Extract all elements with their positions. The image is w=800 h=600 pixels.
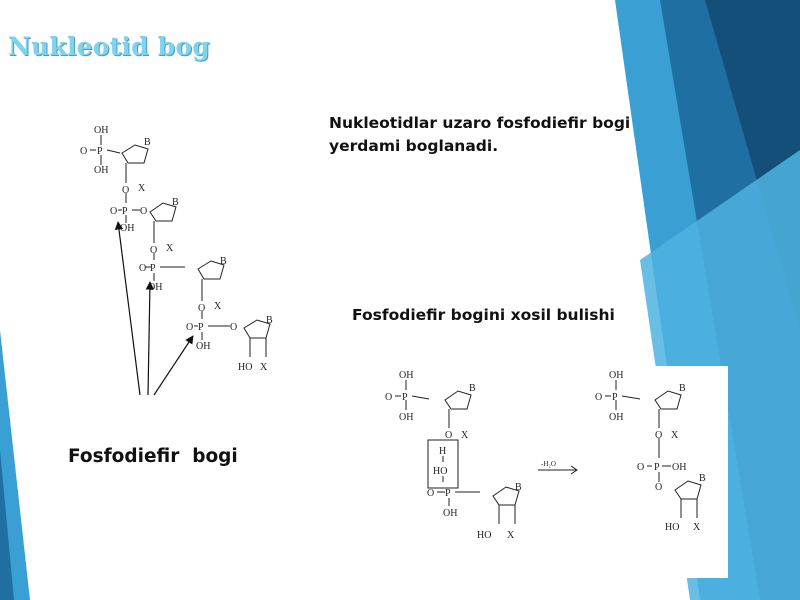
atom-oh: OH [148, 282, 162, 293]
chain-bonds [90, 135, 271, 357]
atom-ho: HO [238, 362, 252, 373]
atom-o: O [140, 206, 147, 217]
atom-ho: HO [433, 466, 447, 477]
atom-h: H [439, 446, 446, 457]
atom-o: O [655, 482, 662, 493]
atom-p: P [97, 146, 103, 157]
atom-p: P [654, 462, 660, 473]
atom-p: P [612, 392, 618, 403]
atom-o: O [139, 263, 146, 274]
reaction-diagram: OH O P OH B X O H HO O P OH B HO X -H₂O … [385, 370, 706, 541]
atom-x: X [461, 430, 469, 441]
atom-ho: HO [477, 530, 491, 541]
atom-o: O [230, 322, 237, 333]
atom-p: P [402, 392, 408, 403]
atom-oh: OH [609, 370, 623, 381]
atom-x: X [260, 362, 268, 373]
atom-oh: OH [399, 370, 413, 381]
atom-b: B [679, 383, 686, 394]
atom-p: P [150, 263, 156, 274]
atom-x: X [166, 243, 174, 254]
nucleotide-chain-diagram: OH O P OH B X O O P O OH B X O O P OH B … [80, 125, 273, 373]
atom-o: O [186, 322, 193, 333]
atom-o: O [427, 488, 434, 499]
atom-o: O [637, 462, 644, 473]
atom-oh: OH [120, 223, 134, 234]
atom-oh: OH [399, 412, 413, 423]
atom-oh: OH [443, 508, 457, 519]
atom-o: O [595, 392, 602, 403]
chain-atom-labels: OH O P OH B X O O P O OH B X O O P OH B … [80, 125, 273, 373]
atom-x: X [507, 530, 515, 541]
atom-o: O [655, 430, 662, 441]
atom-b: B [172, 197, 179, 208]
atom-x: X [138, 183, 146, 194]
atom-x: X [214, 301, 222, 312]
atom-o: O [110, 206, 117, 217]
atom-ho: HO [665, 522, 679, 533]
description-text: Nukleotidlar uzaro fosfodiefir bogi yerd… [329, 114, 631, 155]
atom-oh: OH [609, 412, 623, 423]
atom-b: B [515, 482, 522, 493]
atom-b: B [469, 383, 476, 394]
reaction-arrow-label: -H₂O [541, 460, 556, 468]
atom-o: O [122, 185, 129, 196]
atom-oh: OH [196, 341, 210, 352]
atom-b: B [699, 473, 706, 484]
atom-oh: OH [94, 125, 108, 136]
atom-x: X [693, 522, 701, 533]
atom-p: P [198, 322, 204, 333]
atom-o: O [385, 392, 392, 403]
slide-title: Nukleotid bog [8, 32, 210, 61]
atom-b: B [144, 137, 151, 148]
atom-p: P [445, 488, 451, 499]
reaction-bonds [395, 380, 702, 524]
atom-b: B [220, 256, 227, 267]
reaction-panel: OH O P OH B X O H HO O P OH B HO X -H₂O … [365, 366, 728, 578]
atom-o: O [445, 430, 452, 441]
reaction-subtitle: Fosfodiefir bogini xosil bulishi [352, 306, 615, 324]
atom-b: B [266, 315, 273, 326]
bg-left-dark-wedge [0, 450, 14, 600]
phosphodiester-bond-label: Fosfodiefir bogi [68, 446, 238, 467]
atom-p: P [122, 206, 128, 217]
atom-oh: OH [672, 462, 686, 473]
atom-x: X [671, 430, 679, 441]
atom-o: O [198, 303, 205, 314]
atom-o: O [150, 245, 157, 256]
reaction-atom-labels: OH O P OH B X O H HO O P OH B HO X -H₂O … [385, 370, 706, 541]
atom-oh: OH [94, 165, 108, 176]
atom-o: O [80, 146, 87, 157]
